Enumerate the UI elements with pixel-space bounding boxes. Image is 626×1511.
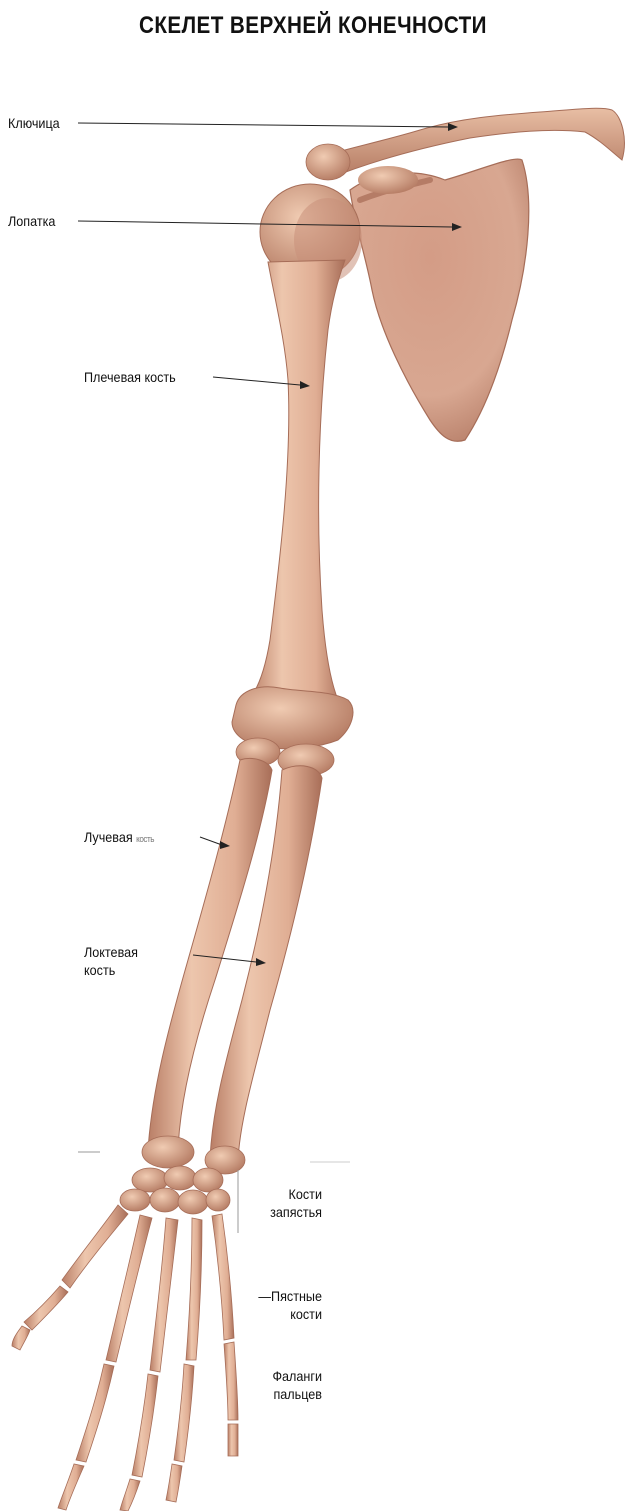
- carpal-bones: [120, 1166, 230, 1214]
- ulna-label: Локтевая кость: [84, 943, 138, 979]
- carpal-label: Кости запястья: [268, 1185, 322, 1221]
- phalanges-label-line1: Фаланги: [259, 1367, 322, 1385]
- humerus-label: Плечевая кость: [84, 368, 176, 386]
- scapula-bone: [350, 159, 529, 441]
- radius-label-word2: кость: [136, 834, 154, 844]
- metacarpal-label-line1: —Пястные: [248, 1287, 322, 1305]
- clavicle-leader-line: [78, 123, 448, 127]
- metacarpal-label-line2: кости: [248, 1305, 322, 1323]
- radius-label: Лучевая кость: [84, 828, 154, 848]
- metacarpal-label: —Пястные кости: [248, 1287, 322, 1323]
- ulna-label-line2: кость: [84, 961, 138, 979]
- hand-bones: [12, 1205, 238, 1511]
- scapula-label: Лопатка: [8, 212, 55, 230]
- phalanges-label: Фаланги пальцев: [259, 1367, 322, 1403]
- clavicle-label: Ключица: [8, 114, 60, 132]
- clavicle-bone: [310, 108, 624, 178]
- ulna-label-line1: Локтевая: [84, 943, 138, 961]
- carpal-label-line1: Кости: [268, 1185, 322, 1203]
- carpal-label-line2: запястья: [268, 1203, 322, 1221]
- humerus-bone: [248, 260, 345, 700]
- phalanges-label-line2: пальцев: [259, 1385, 322, 1403]
- radius-leader-line: [200, 837, 222, 845]
- humerus-leader-line: [213, 377, 300, 385]
- radius-label-word1: Лучевая: [84, 829, 133, 845]
